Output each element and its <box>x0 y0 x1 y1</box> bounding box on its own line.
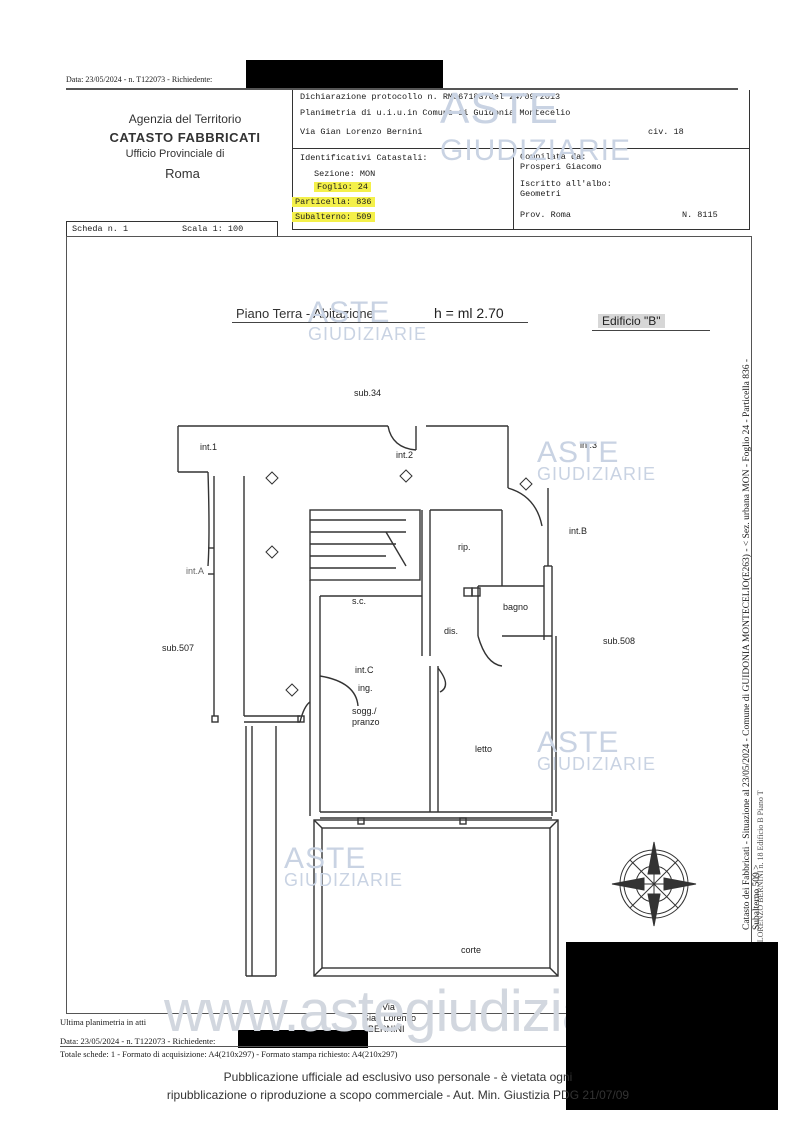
label-ing: ing. <box>358 683 373 693</box>
header-box-compilata <box>513 148 750 230</box>
compilata-text: Compilata da: <box>520 152 587 162</box>
watermark-aste-3: ASTE <box>537 436 620 469</box>
label-bagno: bagno <box>503 602 529 612</box>
watermark-aste-1: ASTE <box>440 84 559 133</box>
agency-line1: Agenzia del Territorio <box>128 112 242 126</box>
plan-title-underline <box>232 322 528 323</box>
scala-text: Scala 1: 100 <box>182 224 244 234</box>
header-data-line: Data: 23/05/2024 - n. T122073 - Richiede… <box>66 75 213 84</box>
agency-line2: CATASTO FABBRICATI <box>109 130 261 145</box>
edificio-label: Edificio "B" <box>598 314 665 328</box>
watermark-giudiziarie-5: GIUDIZIARIE <box>284 870 404 890</box>
watermark-aste-2: ASTE <box>308 296 391 329</box>
label-letto: letto <box>475 744 493 754</box>
label-sub507: sub.507 <box>162 643 195 653</box>
planimetria-text: Planimetria di u.i.u.in Comune di Guidon… <box>300 108 571 118</box>
floor-plan-drawing <box>177 425 697 977</box>
plan-title-h: h = ml 2.70 <box>434 305 504 321</box>
redaction-box-corner <box>566 942 778 1110</box>
label-pranzo: pranzo <box>352 717 380 727</box>
footer-ultima: Ultima planimetria in atti <box>60 1017 147 1027</box>
label-sub34: sub.34 <box>354 388 382 398</box>
watermark-aste-5: ASTE <box>284 842 367 875</box>
dichiarazione-text: Dichiarazione protocollo n. RM0671837del… <box>300 92 561 102</box>
watermark-giudiziarie-1: GIUDIZIARIE <box>440 134 632 167</box>
plan-title-left: Piano Terra - Abitazione <box>236 306 374 321</box>
civ-text: civ. 18 <box>648 127 684 137</box>
iscritto-text: Iscritto all'albo: <box>520 179 612 189</box>
label-intA: int.A <box>186 566 205 576</box>
watermark-giudiziarie-2: GIUDIZIARIE <box>308 324 428 344</box>
agency-line3: Ufficio Provinciale di <box>125 148 225 160</box>
identificativi-text: Identificativi Catastali: <box>300 153 428 163</box>
label-sc: s.c. <box>352 596 367 606</box>
particella-text: Particella: 836 <box>292 197 375 207</box>
label-corte: corte <box>461 945 482 955</box>
numero-text: N. 8115 <box>682 210 718 220</box>
label-via1: Via <box>382 1002 395 1012</box>
sezione-text: Sezione: MON <box>314 169 376 179</box>
redaction-box-footer <box>238 1030 368 1048</box>
footer-pub-line1: Pubblicazione ufficiale ad esclusivo uso… <box>223 1070 573 1084</box>
header-rule <box>66 88 738 90</box>
watermark-giudiziarie-4: GIUDIZIARIE <box>537 754 657 774</box>
foglio-text: Foglio: 24 <box>314 182 372 192</box>
redaction-box-top <box>246 60 443 90</box>
compilatore-text: Prosperi Giacomo <box>520 162 602 172</box>
plan-frame <box>66 236 752 1014</box>
label-intC: int.C <box>355 665 374 675</box>
subalterno-text: Subalterno: 509 <box>292 212 375 222</box>
albo-text: Geometri <box>520 189 561 199</box>
agency-line4: Roma <box>165 166 200 181</box>
scheda-text: Scheda n. 1 <box>72 224 129 234</box>
label-int3: int.3 <box>580 440 598 450</box>
prov-text: Prov. Roma <box>520 210 572 220</box>
label-rip: rip. <box>458 542 471 552</box>
footer-totale: Totale schede: 1 - Formato di acquisizio… <box>60 1049 398 1059</box>
label-sub508: sub.508 <box>603 636 636 646</box>
footer-data-line: Data: 23/05/2024 - n. T122073 - Richiede… <box>60 1036 216 1046</box>
footer-pub-line2: ripubblicazione o riproduzione a scopo c… <box>166 1088 630 1102</box>
label-intB: int.B <box>569 526 588 536</box>
edificio-underline <box>592 330 710 331</box>
label-int1: int.1 <box>200 442 218 452</box>
watermark-giudiziarie-3: GIUDIZIARIE <box>537 464 657 484</box>
watermark-aste-4: ASTE <box>537 726 620 759</box>
label-via3: BERNINI <box>368 1024 405 1034</box>
label-int2: int.2 <box>396 450 414 460</box>
label-sogg: sogg./ <box>352 706 377 716</box>
label-via2: Gian Lorenzo <box>362 1013 417 1023</box>
footer-rule <box>60 1046 580 1047</box>
via-text: Via Gian Lorenzo Bernini <box>300 127 423 137</box>
label-dis: dis. <box>444 626 459 636</box>
